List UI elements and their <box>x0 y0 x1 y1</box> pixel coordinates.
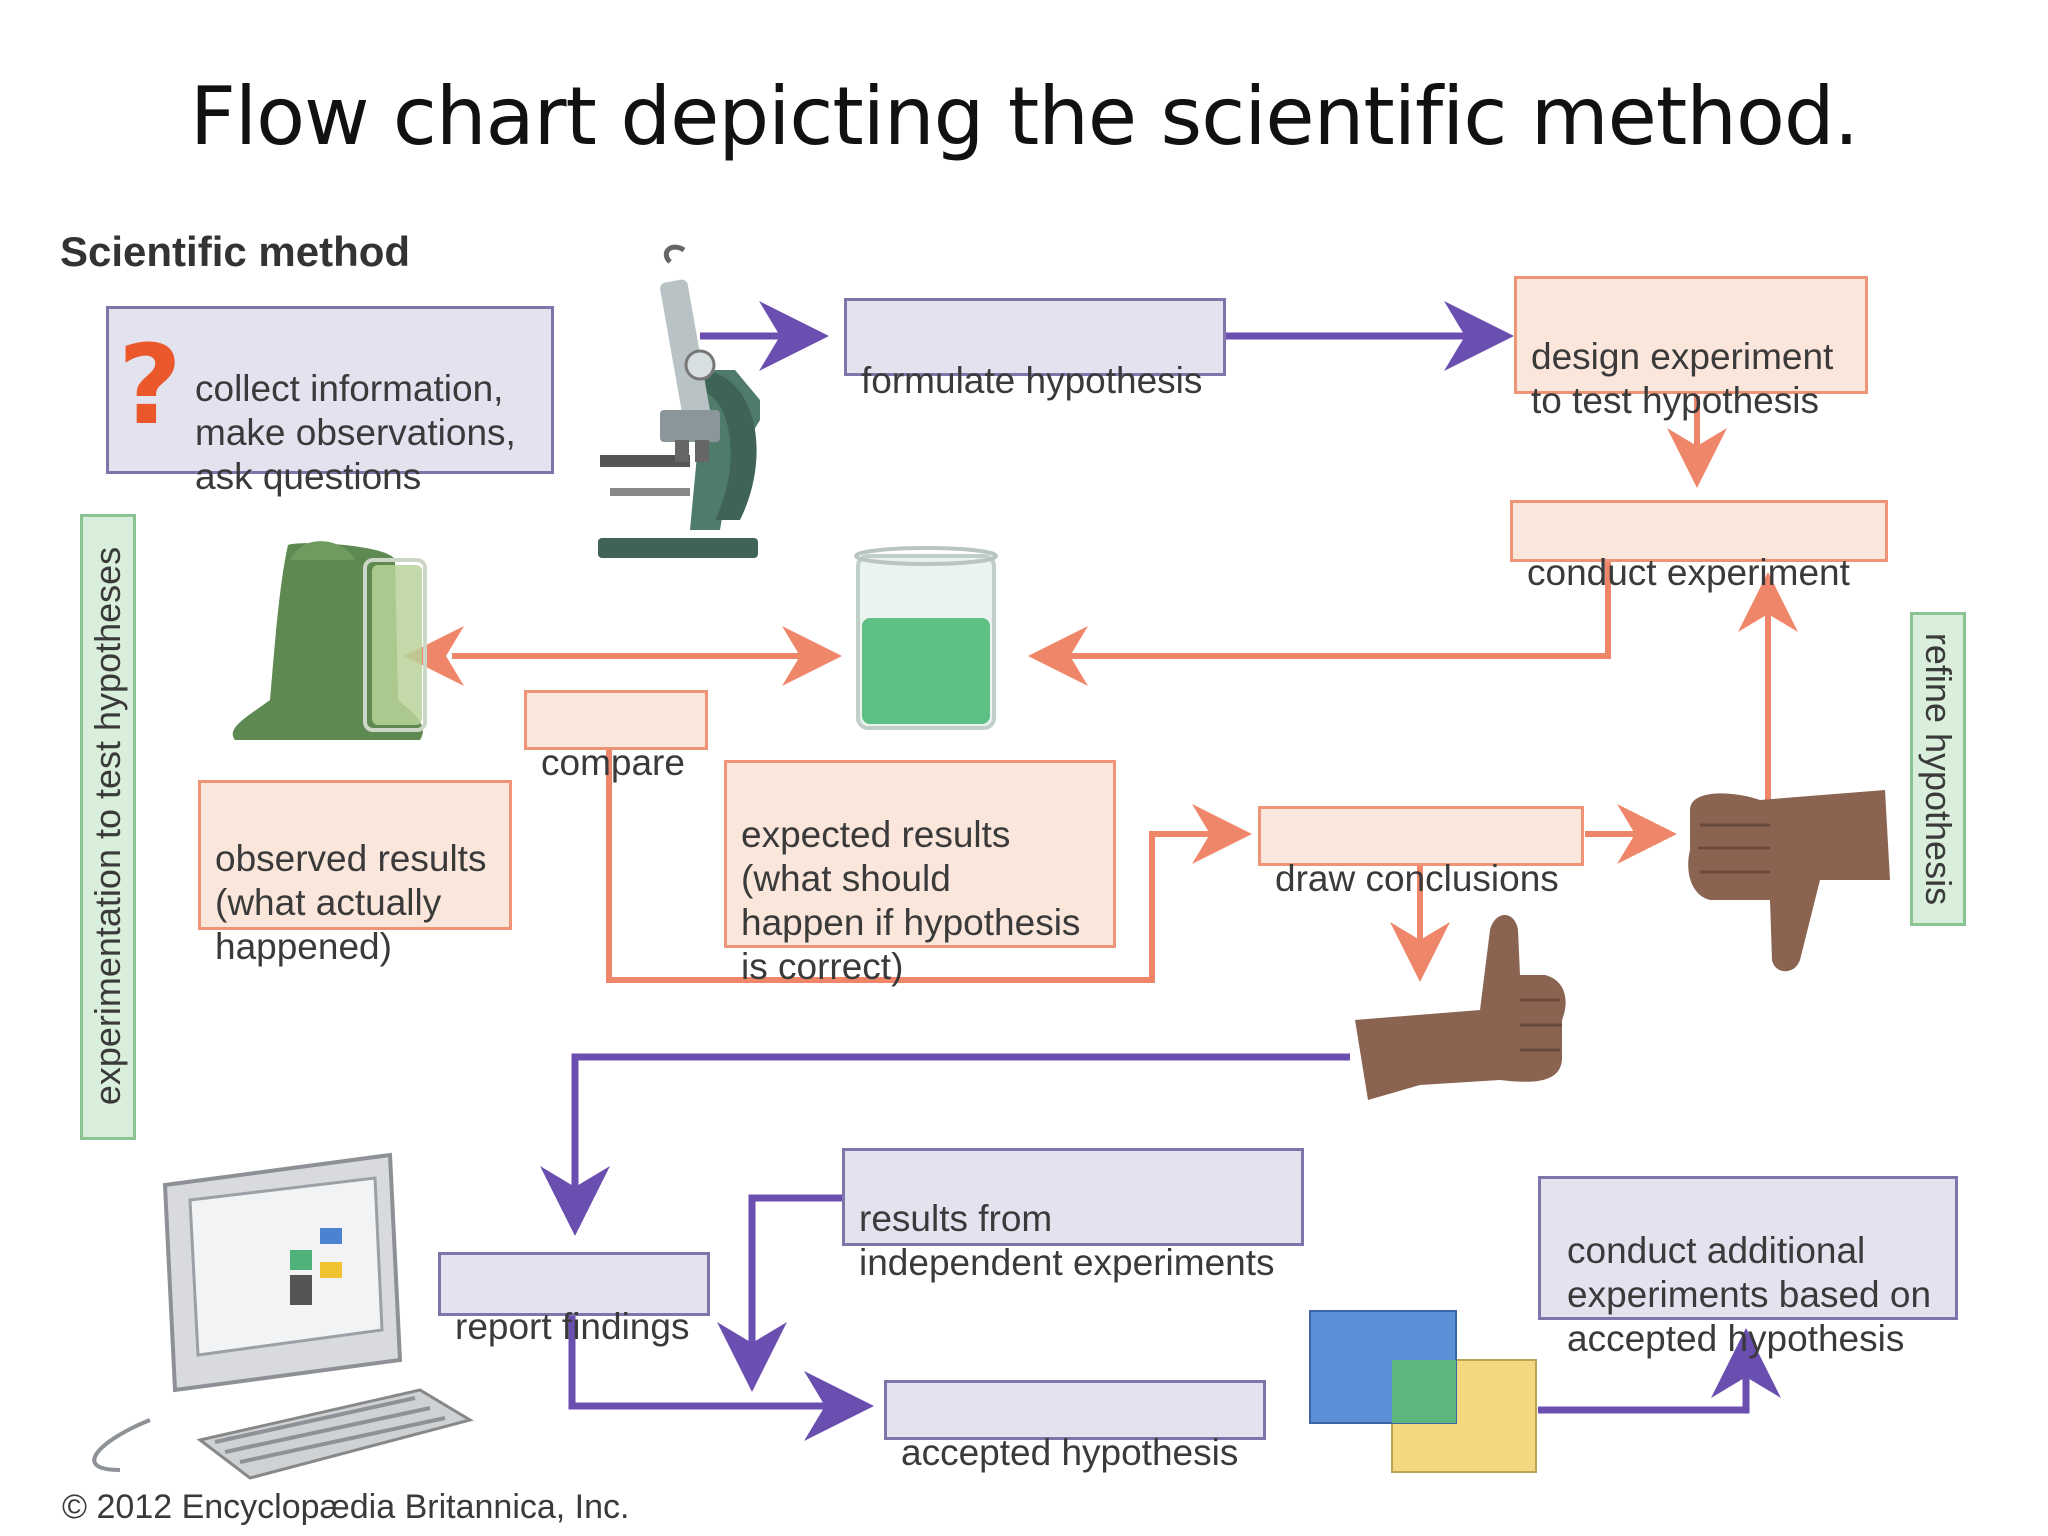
box-independent-results: results from independent experiments <box>842 1148 1304 1283</box>
box-collect-information: collect information, make observations, … <box>106 306 554 497</box>
slide-title: Flow chart depicting the scientific meth… <box>189 70 1859 163</box>
box-collect-information-text: collect information, make observations, … <box>195 368 516 497</box>
box-design-experiment: design experiment to test hypothesis <box>1514 276 1868 421</box>
side-label-experimentation <box>80 514 136 1140</box>
side-label-experimentation-text: experimentation to test hypotheses <box>87 546 128 1106</box>
box-draw-conclusions-text: draw conclusions <box>1275 858 1559 899</box>
box-report-findings: report findings <box>438 1252 710 1347</box>
box-expected-results: expected results (what should happen if … <box>724 760 1116 987</box>
box-compare-text: compare <box>541 742 685 783</box>
box-formulate-hypothesis-text: formulate hypothesis <box>861 360 1203 401</box>
box-design-experiment-text: design experiment to test hypothesis <box>1531 336 1834 421</box>
box-draw-conclusions: draw conclusions <box>1258 806 1584 899</box>
side-label-refine-text: refine hypothesis <box>1918 632 1959 906</box>
box-report-findings-text: report findings <box>455 1306 690 1347</box>
overflowing-beaker-icon <box>232 541 427 740</box>
box-conduct-experiment-text: conduct experiment <box>1527 552 1850 593</box>
arrow-thumbsup-to-report <box>540 1053 1350 1236</box>
thumbs-down-icon <box>1688 790 1890 972</box>
box-additional-experiments: conduct additional experiments based on … <box>1538 1176 1958 1359</box>
side-label-refine <box>1910 612 1966 926</box>
beaker-icon <box>854 546 998 730</box>
arrow-squares-to-additional <box>1538 1328 1781 1414</box>
diagram-heading: Scientific method <box>60 228 411 275</box>
box-accepted-hypothesis-text: accepted hypothesis <box>901 1432 1239 1473</box>
box-additional-experiments-text: conduct additional experiments based on … <box>1567 1230 1932 1359</box>
box-compare: compare <box>524 690 708 783</box>
arrow-compare-to-draw <box>606 748 1252 983</box>
box-accepted-hypothesis: accepted hypothesis <box>884 1380 1266 1473</box>
box-formulate-hypothesis: formulate hypothesis <box>844 298 1226 401</box>
box-observed-results: observed results (what actually happened… <box>198 780 512 967</box>
copyright-notice: © 2012 Encyclopædia Britannica, Inc. <box>62 1488 630 1526</box>
box-conduct-experiment: conduct experiment <box>1510 500 1888 593</box>
thumbs-up-icon <box>1355 915 1566 1100</box>
overlapping-squares-icon <box>1309 1310 1537 1473</box>
computer-icon <box>92 1152 474 1480</box>
microscope-icon <box>598 244 760 558</box>
arrow-conduct-to-beaker <box>1028 562 1611 686</box>
box-expected-results-text: expected results (what should happen if … <box>741 814 1081 987</box>
box-independent-results-text: results from independent experiments <box>859 1198 1275 1283</box>
box-observed-results-text: observed results (what actually happened… <box>215 838 487 967</box>
arrow-report-to-accepted <box>568 1315 874 1441</box>
arrow-independent-to-accepted <box>717 1194 842 1392</box>
question-mark-icon: ? <box>118 321 182 449</box>
